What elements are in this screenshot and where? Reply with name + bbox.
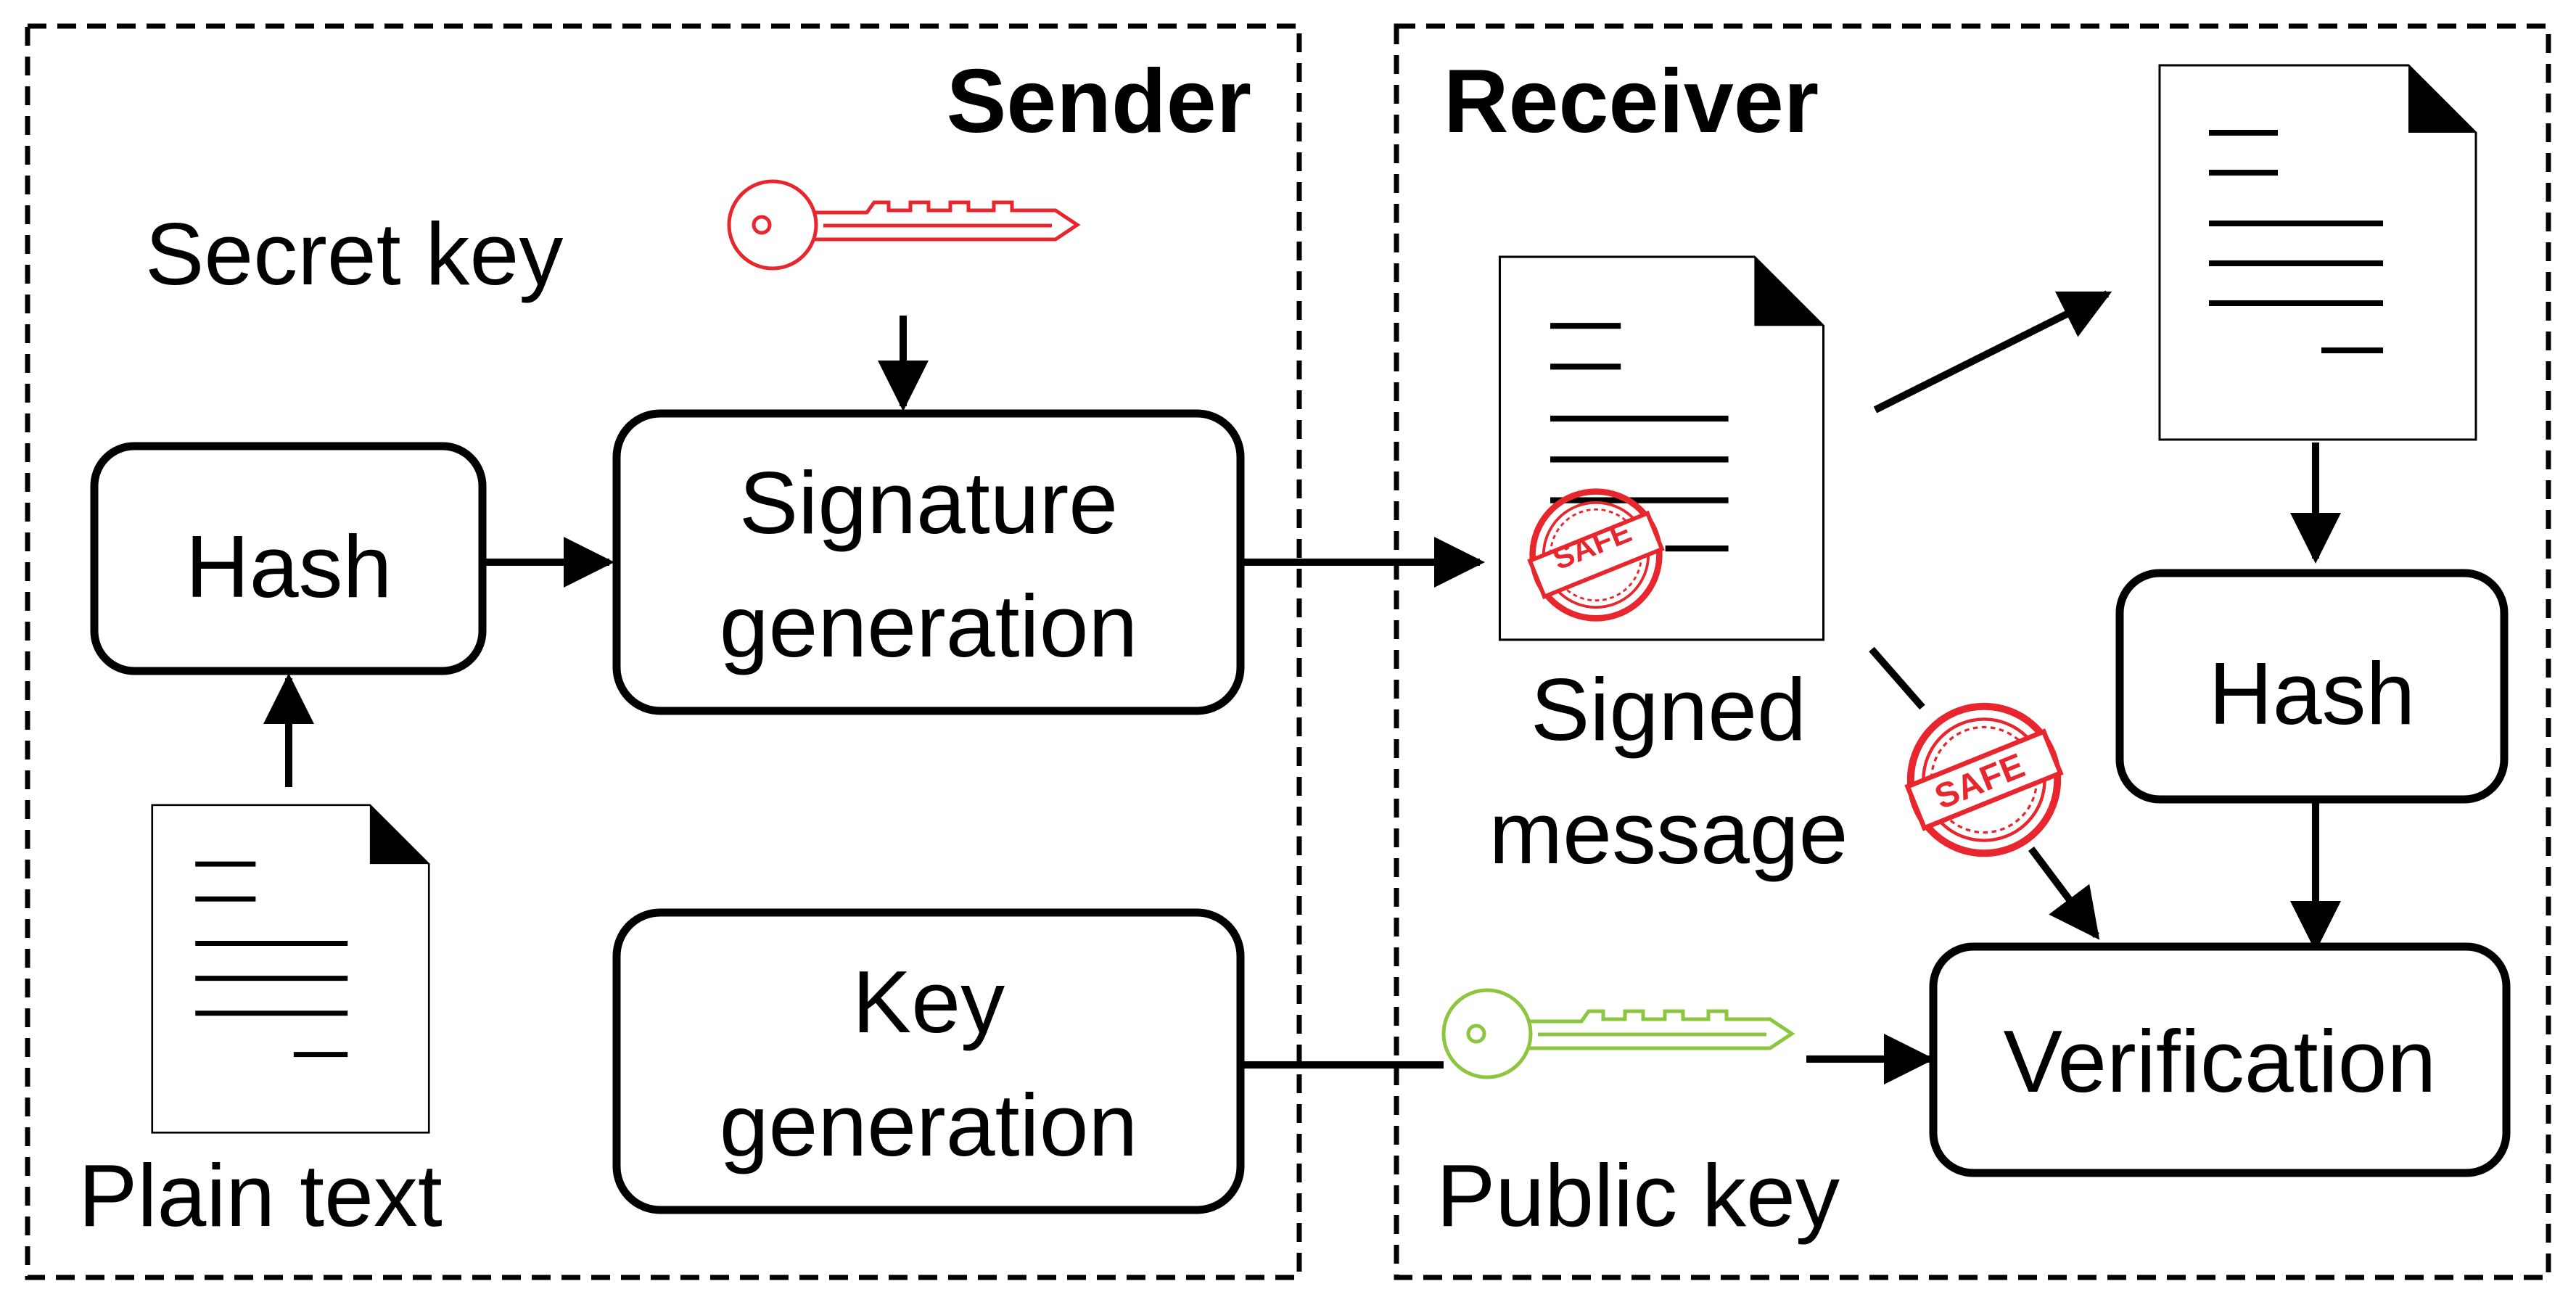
public-key-icon: [1444, 990, 1792, 1077]
receiver-region: [1394, 23, 2551, 1280]
verification-label: Verification: [2004, 1012, 2437, 1111]
sender-region: [25, 23, 1302, 1280]
receiver-title: Receiver: [1444, 52, 1819, 152]
plain-text-document-icon: [152, 805, 429, 1133]
hash-receiver-label: Hash: [2209, 644, 2416, 743]
signature-generation-label-line1: Signature: [739, 453, 1118, 552]
signature-path-segment: [1869, 646, 1925, 710]
signed-message-label-line2: message: [1489, 783, 1848, 882]
arrow-signed-to-message: [1873, 290, 2112, 413]
hash-sender-label: Hash: [186, 517, 392, 616]
sender-title: Sender: [947, 52, 1251, 152]
verification-box: [1929, 942, 2511, 1177]
extracted-message-document-icon: [2160, 65, 2476, 440]
secret-key-icon: [729, 181, 1077, 268]
signed-message-label-line1: Signed: [1531, 660, 1806, 759]
plain-text-label: Plain text: [78, 1146, 443, 1245]
secret-key-label: Secret key: [145, 205, 563, 303]
key-generation-label-line1: Key: [852, 952, 1005, 1051]
arrow-signature-to-verification: [2028, 847, 2100, 940]
public-key-label: Public key: [1436, 1146, 1840, 1245]
key-generation-label-line2: generation: [720, 1076, 1138, 1174]
signature-generation-label-line2: generation: [720, 577, 1138, 675]
